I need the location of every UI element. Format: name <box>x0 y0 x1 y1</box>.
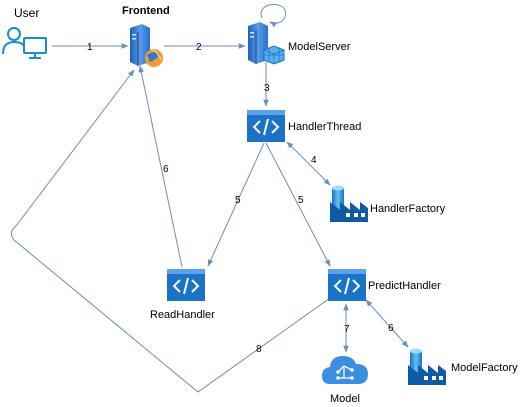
edge-label-readhandler-frontend: 6 <box>163 164 169 175</box>
edge-label-frontend-modelserver: 2 <box>196 42 202 53</box>
edge-label-handlerthread-handlerfactory: 4 <box>311 155 317 166</box>
node-predicthandler: PredictHandler <box>328 269 441 301</box>
edge-predicthandler-frontend <box>10 69 331 393</box>
edge-handlerthread-readhandler <box>207 142 265 267</box>
node-label-user: User <box>14 6 39 20</box>
web-server-icon <box>130 24 163 67</box>
user-computer-icon <box>2 27 47 59</box>
edge-label-user-frontend: 1 <box>87 42 93 53</box>
node-label-handlerfactory: HandlerFactory <box>370 203 446 215</box>
code-block-icon <box>167 269 205 301</box>
node-handlerfactory: HandlerFactory <box>330 185 446 222</box>
node-modelserver: ModelServer <box>248 22 351 65</box>
edge-label-handlerthread-readhandler: 5 <box>235 195 241 206</box>
node-modelfactory: ModelFactory <box>408 348 518 385</box>
node-label-readhandler: ReadHandler <box>150 309 215 321</box>
node-frontend: Frontend <box>122 5 170 67</box>
edge-modelserver-selfloop <box>260 3 287 28</box>
code-block-icon <box>328 269 366 301</box>
edge-handlerthread-handlerfactory <box>286 141 331 186</box>
edge-label-predicthandler-frontend: 8 <box>256 344 262 355</box>
node-handlerthread: HandlerThread <box>247 110 361 142</box>
edge-predicthandler-modelfactory <box>365 299 409 348</box>
node-label-handlerthread: HandlerThread <box>288 121 361 133</box>
node-model: Model <box>322 356 368 405</box>
node-user: User <box>2 6 47 59</box>
edge-readhandler-frontend <box>138 65 183 268</box>
edge-handlerthread-predicthandler <box>265 142 331 267</box>
node-label-predicthandler: PredictHandler <box>368 280 441 292</box>
application-server-icon <box>248 22 285 65</box>
edge-label-modelserver-handlerthread: 3 <box>264 83 270 94</box>
edge-label-predicthandler-modelfactory: 6 <box>388 323 394 334</box>
node-label-modelserver: ModelServer <box>288 41 351 53</box>
edge-label-handlerthread-predicthandler: 5 <box>298 195 304 206</box>
code-block-icon <box>247 110 285 142</box>
node-label-modelfactory: ModelFactory <box>451 362 518 374</box>
data-factory-icon <box>330 185 368 222</box>
node-label-model: Model <box>330 393 360 405</box>
data-factory-icon <box>408 348 446 385</box>
node-readhandler: ReadHandler <box>150 269 215 321</box>
cognitive-services-icon <box>322 356 368 384</box>
edges <box>10 3 409 393</box>
edge-label-predicthandler-model: 7 <box>344 324 350 335</box>
edge-labels: 1 2 3 4 5 5 6 7 6 8 <box>87 42 394 355</box>
node-label-frontend: Frontend <box>122 5 170 17</box>
